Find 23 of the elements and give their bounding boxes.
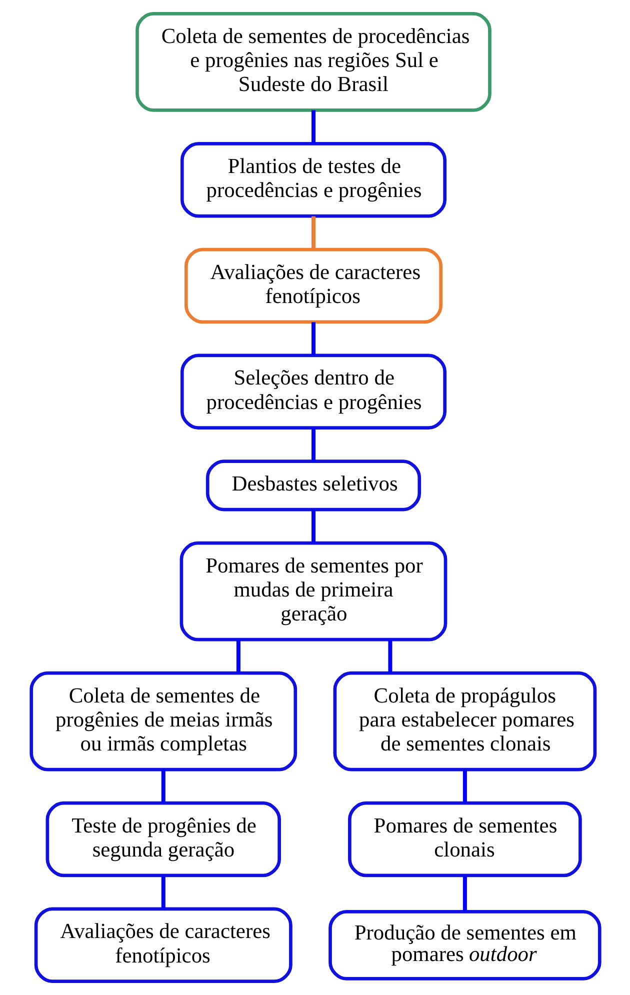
node-box: Desbastes seletivos xyxy=(205,460,421,512)
node-box: Coleta de sementes de procedências e progênies nas regiões Sul e Sudeste do Brasil xyxy=(135,12,491,112)
connector xyxy=(310,216,315,250)
connector xyxy=(388,640,392,673)
connector xyxy=(462,770,466,803)
node-box: Pomares de sementes por mudas de primeira geração xyxy=(179,541,447,642)
node-box: Avaliações de caracteres fenotípicos xyxy=(34,907,292,984)
connector xyxy=(310,428,315,462)
node-box: Seleções dentro de procedências e progênies xyxy=(180,354,446,430)
node-box: Avaliações de caracteres fenotípicos xyxy=(184,248,442,324)
connector xyxy=(160,770,165,803)
connector xyxy=(310,110,315,144)
node-box: Plantios de testes de procedências e progênies xyxy=(180,142,446,218)
node-box: Teste de progênies de segunda geração xyxy=(45,801,280,878)
connector xyxy=(310,322,315,356)
connector xyxy=(462,876,466,912)
connector xyxy=(160,876,165,909)
connector xyxy=(310,510,315,543)
node-box: Coleta de propágulos para estabelecer pomares de sementes clonais xyxy=(332,671,596,772)
connector xyxy=(236,640,240,673)
node-box: Produção de sementes em pomares outdoor xyxy=(328,910,601,980)
node-box: Coleta de sementes de progênies de meias irmãs ou irmãs completas xyxy=(29,671,297,772)
node-box: Pomares de sementes clonais xyxy=(348,801,582,878)
